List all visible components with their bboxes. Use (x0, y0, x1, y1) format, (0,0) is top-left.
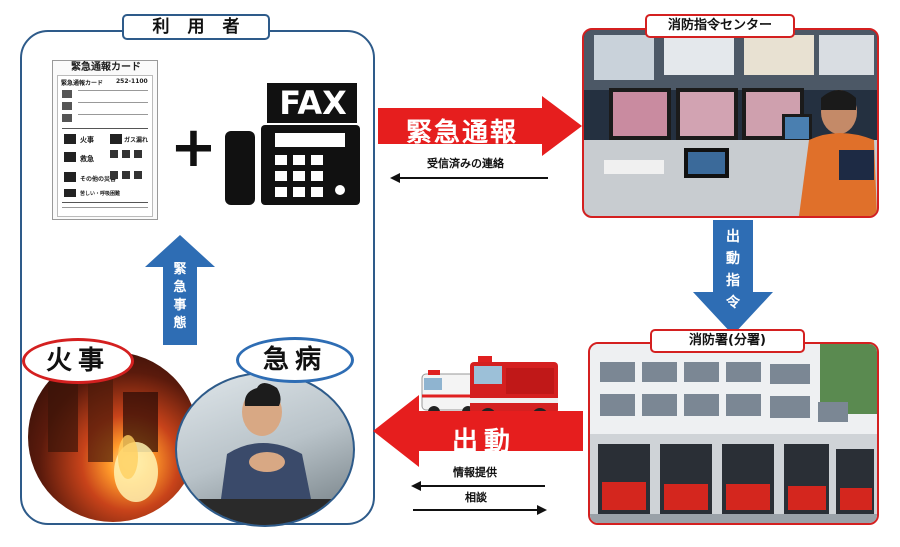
fire-label: 火事 (22, 338, 134, 384)
card-item-gas: ガス漏れ (124, 137, 149, 144)
plus-sign: + (170, 115, 217, 180)
consult-label: 相談 (465, 491, 487, 504)
ambulance-icon (64, 152, 76, 162)
card-item-other: その他の災害 (80, 176, 117, 183)
card-item-breathing: 苦しい・呼吸困難 (80, 191, 121, 197)
illness-photo (175, 372, 355, 527)
dispatch-order-text: 出動指令 (726, 229, 740, 311)
down-arrow: 出動指令 (693, 220, 773, 335)
emergency-situation-text: 緊急事態 (173, 262, 187, 331)
received-label: 受信済みの連絡 (427, 157, 504, 170)
user-label: 利用者 (122, 14, 270, 40)
illness-label: 急病 (236, 337, 354, 383)
card-form: 緊急通報カード 252-1100 火事 ガス漏れ 救急 その他の災害 苦しい・呼… (57, 75, 153, 217)
received-arrow (390, 173, 548, 183)
consult-arrow (413, 505, 547, 515)
card-icon (62, 90, 72, 98)
fire-photo (28, 352, 198, 522)
emergency-report-arrow (378, 96, 582, 156)
fax-label: FAX (279, 84, 347, 122)
card-title: 緊急通報カード (71, 62, 141, 73)
dispatch-label: 出動 (452, 427, 517, 457)
gas-icon (110, 134, 122, 144)
emergency-card: 緊急通報カード 緊急通報カード 252-1100 火事 ガス漏れ 救急 その他の… (52, 60, 158, 220)
card-number: 252-1100 (116, 78, 148, 85)
command-center-label: 消防指令センター (645, 14, 795, 38)
warning-icon (64, 172, 76, 182)
fire-station-photo (588, 342, 879, 525)
card-header: 緊急通報カード (61, 80, 104, 87)
card-item-fire: 火事 (80, 136, 94, 144)
emergency-report-label: 緊急通報 (406, 118, 519, 148)
emergency-vehicles-icon (421, 356, 558, 424)
card-item-ambulance: 救急 (80, 155, 94, 163)
dispatch-arrow (373, 395, 583, 467)
fire-station-label: 消防署(分署) (650, 329, 805, 353)
info-label: 情報提供 (453, 466, 497, 479)
fax-machine-icon: FAX (225, 83, 360, 205)
info-arrow (411, 481, 545, 491)
command-center-photo (582, 28, 879, 218)
fire-icon (64, 134, 76, 144)
up-arrow: 緊急事態 (145, 235, 215, 345)
